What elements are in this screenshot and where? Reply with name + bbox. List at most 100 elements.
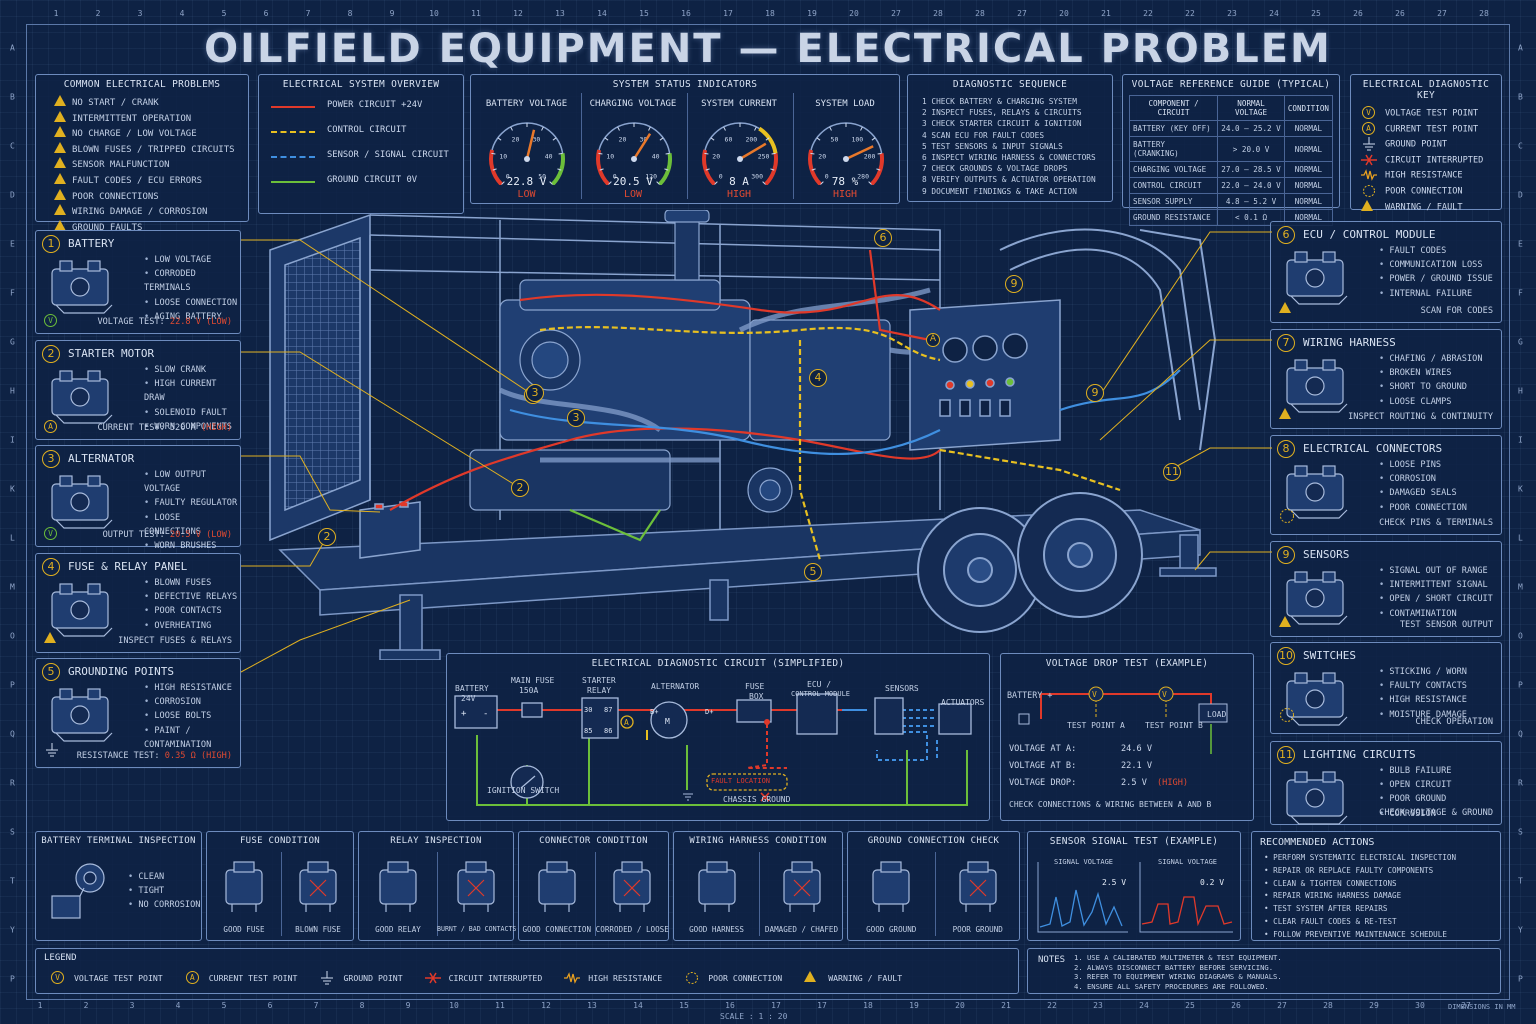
ruler-side-tick: I	[10, 435, 15, 445]
ruler-bottom-tick: 27	[1461, 1001, 1471, 1010]
action-label: REPAIR OR REPLACE FAULTY COMPONENTS	[1273, 865, 1434, 875]
gauge-tick-label: 120	[645, 172, 657, 180]
ruler-bottom-tick: 20	[955, 1001, 965, 1010]
card-title-text: SWITCHES	[1303, 649, 1356, 662]
inspection-illustration	[613, 861, 651, 912]
card-issue: BLOWN FUSES	[144, 576, 237, 590]
ruler-top-tick: 13	[555, 9, 565, 18]
ruler-bottom-tick: 24	[1139, 1001, 1149, 1010]
gauge-tick-label: 250	[758, 152, 770, 160]
sensor-test-heading: SENSOR SIGNAL TEST (EXAMPLE)	[1049, 836, 1219, 847]
inspection-illustration	[782, 861, 821, 912]
card-issue-list: SLOW CRANKHIGH CURRENT DRAWSOLENOID FAUL…	[144, 363, 240, 434]
key-label: CURRENT TEST POINT	[1385, 124, 1479, 135]
ruler-bottom-tick: 13	[587, 1001, 597, 1010]
gauge-tick-label: 30	[639, 136, 647, 144]
sequence-step: 4 SCAN ECU FOR FAULT CODES	[922, 130, 1045, 140]
sequence-step: 1 CHECK BATTERY & CHARGING SYSTEM	[922, 97, 1077, 106]
voltage-point-icon: V	[44, 308, 57, 327]
ruler-top-tick: 22	[1185, 9, 1195, 18]
equipment-callout[interactable]: 2	[511, 479, 529, 497]
inspection-illustration	[379, 861, 417, 912]
voltage-point-icon: V	[1361, 106, 1377, 120]
problem-label: POOR CONNECTIONS	[72, 191, 159, 202]
voltage-point-icon: V	[44, 521, 57, 540]
equipment-callout[interactable]: 2	[318, 528, 336, 546]
component-card-battery[interactable]: 1BATTERYLOW VOLTAGECORRODED TERMINALSLOO…	[35, 230, 241, 334]
card-footer-text: CHECK VOLTAGE & GROUND	[1379, 808, 1493, 818]
card-issue: HIGH RESISTANCE	[144, 681, 240, 695]
gauge-label: CHARGING VOLTAGE	[589, 99, 677, 109]
ruler-bottom-tick: 27	[1277, 1001, 1287, 1010]
circuit-line-swatch	[271, 106, 315, 108]
ruler-side-tick: P	[10, 680, 15, 690]
vdrop-heading: VOLTAGE DROP TEST (EXAMPLE)	[1045, 658, 1209, 669]
callout-number: 1	[42, 235, 60, 253]
card-footer-text: CURRENT TEST: 520 A	[97, 423, 196, 433]
problem-label: WIRING DAMAGE / CORROSION	[72, 207, 208, 218]
current-point-icon: A	[44, 414, 57, 433]
equipment-callout[interactable]: 9	[1086, 384, 1104, 402]
gauge-value: 8 A	[729, 175, 749, 188]
equipment-callout[interactable]: 3	[526, 384, 544, 402]
equipment-callout[interactable]: 5	[804, 563, 822, 581]
legend-label: CURRENT TEST POINT	[208, 973, 298, 983]
component-illustration	[1286, 359, 1348, 413]
legend-label: POOR CONNECTION	[708, 973, 783, 983]
vdrop-tpa-label: TEST POINT A	[1067, 721, 1125, 730]
circuit-fault-label: FAULT LOCATION	[711, 777, 771, 785]
equipment-callout[interactable]: 11	[1163, 463, 1181, 481]
component-card-switches[interactable]: 10SWITCHESSTICKING / WORNFAULTY CONTACTS…	[1270, 642, 1502, 734]
inspection-caption: DAMAGED / CHAFED	[764, 925, 839, 934]
problem-label: FAULT CODES / ECU ERRORS	[72, 175, 203, 186]
equipment-callout[interactable]: 4	[809, 369, 827, 387]
equipment-callout[interactable]: A	[926, 333, 940, 347]
equipment-callout[interactable]: 6	[874, 229, 892, 247]
gauge-state: LOW	[517, 189, 536, 200]
equipment-callout[interactable]: 9	[1005, 275, 1023, 293]
card-issue: LOOSE CONNECTION	[144, 296, 240, 310]
starter-relay-symbol	[581, 697, 619, 739]
ground-point-icon	[44, 742, 60, 761]
sequence-step: 7 CHECK GROUNDS & VOLTAGE DROPS	[922, 164, 1068, 174]
ruler-bottom-tick: 5	[221, 1001, 227, 1010]
inspection-caption: BURNT / BAD CONTACTS	[437, 925, 517, 933]
gauge-tick-label: 30	[532, 136, 540, 144]
svg-text:V: V	[1092, 690, 1097, 699]
equipment-callout[interactable]: 3	[567, 409, 585, 427]
key-row: CIRCUIT INTERRUPTED	[1361, 153, 1501, 169]
warning-icon	[1279, 403, 1297, 422]
key-row: GROUND POINT	[1361, 137, 1501, 153]
problem-item: POOR CONNECTIONS	[54, 188, 248, 205]
component-card-sensors[interactable]: 9SENSORSSIGNAL OUT OF RANGEINTERMITTENT …	[1270, 541, 1502, 637]
action-item: • TEST SYSTEM AFTER REPAIRS	[1264, 904, 1388, 914]
card-issue-list: FAULT CODESCOMMUNICATION LOSSPOWER / GRO…	[1379, 244, 1492, 301]
svg-text:87: 87	[604, 706, 612, 714]
ecu-symbol	[796, 693, 838, 735]
callout-number: 10	[1277, 647, 1295, 665]
gauge-tick-label: 0	[506, 172, 510, 180]
ruler-side-tick: M	[1518, 582, 1523, 592]
vdrop-label: VOLTAGE DROP:	[1009, 778, 1077, 788]
battery-symbol	[454, 695, 498, 729]
vdrop-note: CHECK CONNECTIONS & WIRING BETWEEN A AND…	[1009, 800, 1212, 809]
component-card-alternator[interactable]: 3ALTERNATORLOW OUTPUT VOLTAGEFAULTY REGU…	[35, 445, 241, 551]
wheels	[917, 492, 1143, 633]
note-item: 2. ALWAYS DISCONNECT BATTERY BEFORE SERV…	[1074, 962, 1274, 972]
